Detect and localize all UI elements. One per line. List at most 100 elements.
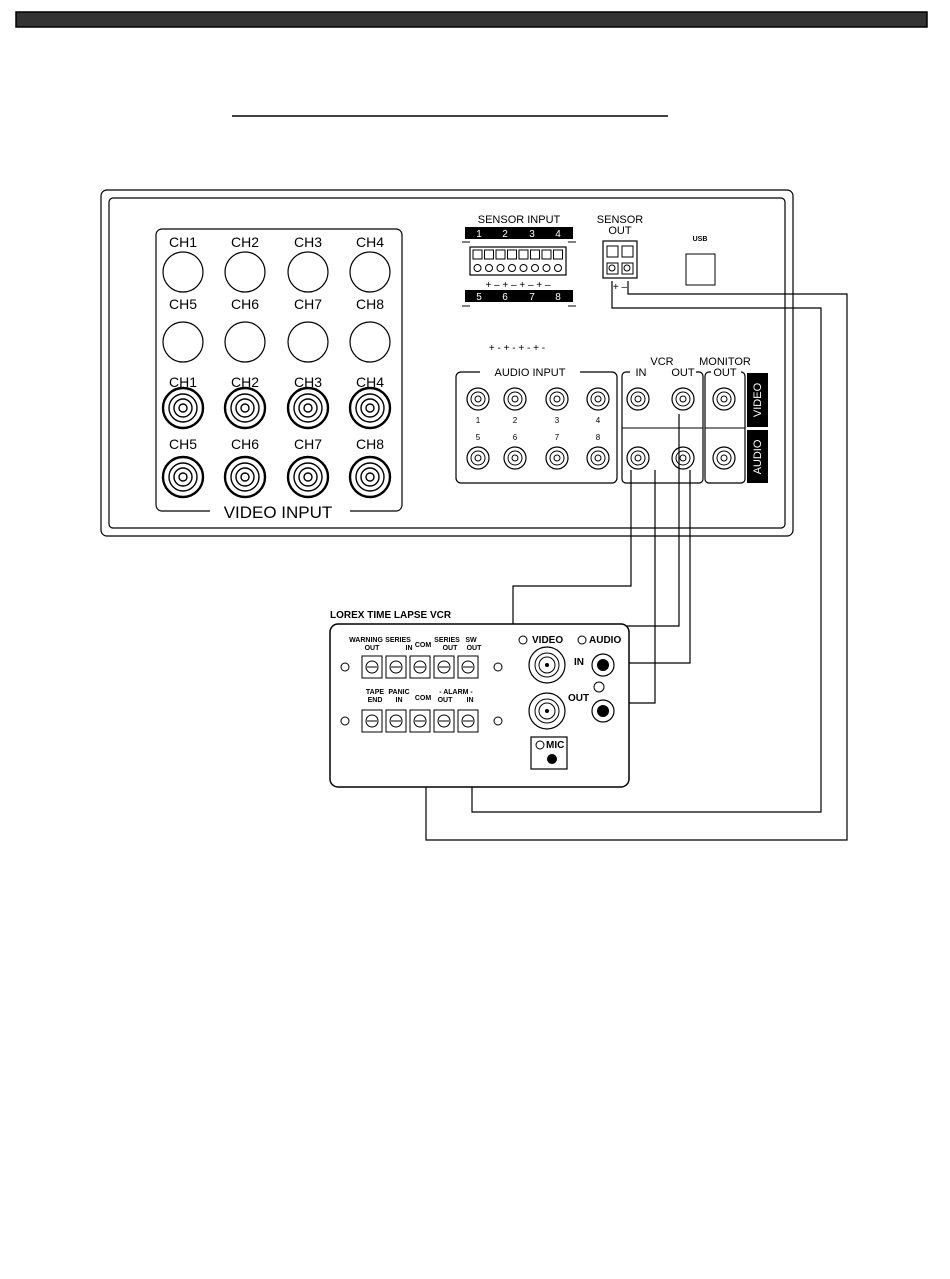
bnc-input-hole[interactable] <box>224 321 266 363</box>
screw-icon <box>340 716 350 726</box>
bnc-input-hole[interactable] <box>287 251 329 293</box>
screw-icon <box>340 662 350 672</box>
vcr-audio-in-jack[interactable] <box>626 446 650 470</box>
sensor-polarity: + – + – + – + – <box>485 280 550 291</box>
sensor-wire-hole[interactable] <box>531 264 539 272</box>
monitor-video-out-jack[interactable] <box>712 387 736 411</box>
sensor-out-polarity: + – <box>613 282 628 293</box>
audio-channel-number: 5 <box>476 433 481 442</box>
sensor-wire-hole[interactable] <box>554 264 562 272</box>
sensor-number: 7 <box>529 292 535 303</box>
bnc-input-hole[interactable] <box>224 251 266 293</box>
sensor-wire-hole[interactable] <box>473 264 482 272</box>
series2-label: SERIES <box>434 637 460 644</box>
video-input-jack[interactable] <box>223 386 267 430</box>
cable-sensor-plus <box>471 281 822 813</box>
bnc-channel-label: CH7 <box>294 296 322 312</box>
sensor-wire-hole[interactable] <box>519 264 528 272</box>
vcr-terminal[interactable] <box>409 655 431 679</box>
vcr-terminal[interactable] <box>385 655 407 679</box>
usb-port[interactable]: USB <box>685 236 716 286</box>
sensor-screw <box>495 249 506 260</box>
vcr-label: VCR <box>650 356 673 368</box>
video-input-label: VIDEO INPUT <box>224 503 333 522</box>
audio-input-jack[interactable] <box>545 446 569 470</box>
vcr-audio-out-jack[interactable] <box>591 699 615 723</box>
video-channel-label: CH1 <box>169 374 197 390</box>
vcr-video-in-jack[interactable] <box>528 646 566 684</box>
sensor-number: 8 <box>555 292 561 303</box>
audio-input-jack[interactable] <box>503 387 527 411</box>
vcr-terminal[interactable] <box>361 709 383 733</box>
sensor-wire-hole[interactable] <box>542 264 551 272</box>
vcr-terminal[interactable] <box>433 709 455 733</box>
audio-input-jack[interactable] <box>586 387 610 411</box>
sensor-input-label: SENSOR INPUT <box>478 214 561 226</box>
audio-input-jack[interactable] <box>545 387 569 411</box>
audio-symbol-icon <box>577 635 587 645</box>
bnc-channel-label: CH6 <box>231 296 259 312</box>
bnc-channel-label: CH5 <box>169 296 197 312</box>
bnc-input-hole[interactable] <box>349 251 391 293</box>
vcr-terminal[interactable] <box>457 655 479 679</box>
video-input-jack[interactable] <box>286 386 330 430</box>
vcr-av-section: VIDEO AUDIO IN OUT <box>518 635 621 770</box>
audio-channel-number: 6 <box>513 433 518 442</box>
video-channel-label: CH6 <box>231 436 259 452</box>
sensor-screw <box>530 249 540 260</box>
panic-label: PANIC <box>388 689 409 696</box>
sensor-wire-hole[interactable] <box>508 264 516 272</box>
vcr-rear-panel: LOREX TIME LAPSE VCR WARNING OUT SERIES … <box>329 610 630 788</box>
audio-input-jack[interactable] <box>586 446 610 470</box>
vcr-in-label: IN <box>574 657 584 668</box>
header-bar <box>15 11 928 28</box>
monitor-audio-out-jack[interactable] <box>712 446 736 470</box>
video-input-jack[interactable] <box>286 455 330 499</box>
vcr-terminal[interactable] <box>385 709 407 733</box>
video-input-jack[interactable] <box>161 455 205 499</box>
vcr-terminal[interactable] <box>457 709 479 733</box>
monitor-label: MONITOR <box>699 356 751 368</box>
bnc-input-hole[interactable] <box>162 251 204 293</box>
warning-label: WARNING <box>349 637 383 644</box>
video-channel-label: CH4 <box>356 374 384 390</box>
bnc-input-hole[interactable] <box>349 321 391 363</box>
vcr-audio-out-jack[interactable] <box>671 446 695 470</box>
vcr-mic-jack[interactable]: MIC <box>530 736 568 770</box>
bnc-input-hole[interactable] <box>162 321 204 363</box>
video-input-jack[interactable] <box>161 386 205 430</box>
vcr-video-in-jack[interactable] <box>626 387 650 411</box>
sensor-screw <box>484 249 494 260</box>
vcr-video-out-jack[interactable] <box>528 692 566 730</box>
end-label: END <box>368 697 383 704</box>
sw-label: SW <box>465 637 477 644</box>
vcr-in-label: IN <box>636 367 647 379</box>
sensor-screw <box>518 249 529 260</box>
sensor-wire-hole[interactable] <box>496 264 505 272</box>
audio-channel-number: 3 <box>555 416 560 425</box>
audio-channel-number: 7 <box>555 433 560 442</box>
audio-input-jack[interactable] <box>503 446 527 470</box>
audio-input-jack[interactable] <box>466 387 490 411</box>
video-input-jack[interactable] <box>348 455 392 499</box>
series-in-label: IN <box>406 645 413 652</box>
audio-input-jack[interactable] <box>466 446 490 470</box>
video-channel-label: CH7 <box>294 436 322 452</box>
vcr-terminal[interactable] <box>433 655 455 679</box>
sensor-wire-hole[interactable] <box>485 264 493 272</box>
vcr-terminal[interactable] <box>409 709 431 733</box>
audio-side-label: AUDIO <box>752 439 764 474</box>
bnc-input-hole[interactable] <box>287 321 329 363</box>
video-input-jack[interactable] <box>223 455 267 499</box>
sensor-screw <box>541 249 552 260</box>
com-bottom-label: COM <box>415 695 432 702</box>
video-input-jack[interactable] <box>348 386 392 430</box>
vcr-video-out-jack[interactable] <box>671 387 695 411</box>
com-top-label: COM <box>415 642 432 649</box>
vcr-audio-in-jack[interactable] <box>591 653 615 677</box>
audio-channel-number: 4 <box>596 416 601 425</box>
vcr-terminal[interactable] <box>361 655 383 679</box>
bnc-channel-label: CH8 <box>356 296 384 312</box>
